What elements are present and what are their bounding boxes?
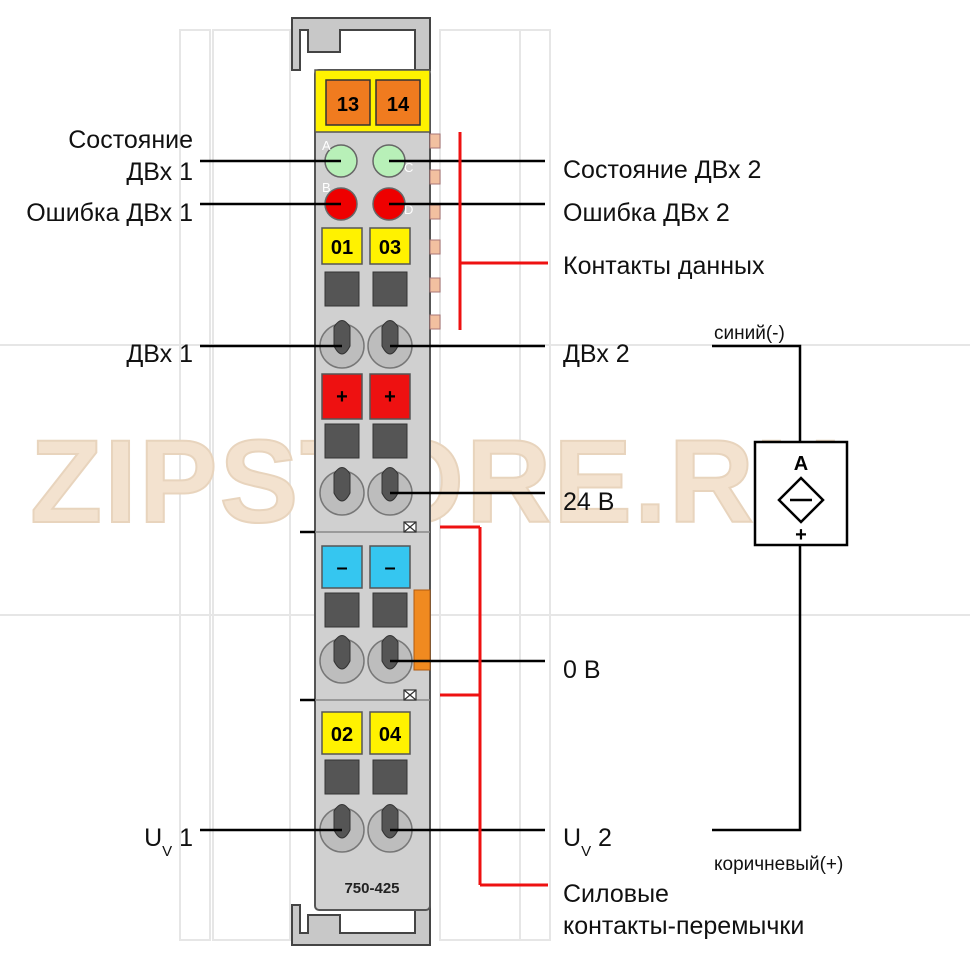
label-power-jumpers-line1: Силовые <box>563 880 669 908</box>
sensor-wires <box>712 344 802 832</box>
minus-sign-1: – <box>336 557 347 579</box>
tag-02 <box>321 711 363 755</box>
tag-03-label: 03 <box>379 237 401 259</box>
top-clip <box>291 17 431 71</box>
tag-02-label: 02 <box>331 724 353 746</box>
label-24v: 24 В <box>563 488 614 516</box>
jumper-markers <box>403 521 417 701</box>
terminal-14-label: 14 <box>387 94 410 116</box>
label-status-1-line2: ДВх 1 <box>126 158 193 186</box>
terminal-14 <box>375 79 421 126</box>
power-jumper-strip <box>413 589 431 671</box>
led-letter-d: D <box>404 202 413 217</box>
led-letter-b: B <box>322 180 331 195</box>
background-rails <box>0 29 970 941</box>
tag-03 <box>369 227 411 265</box>
label-data-contacts: Контакты данных <box>563 252 765 280</box>
leader-lines <box>200 159 545 832</box>
watermark: ZIPSTORE.RU <box>30 416 843 548</box>
sensor-symbol-top: A <box>794 453 808 475</box>
label-status-2: Состояние ДВх 2 <box>563 156 761 184</box>
data-contacts <box>429 133 441 330</box>
label-0v: 0 В <box>563 656 601 684</box>
terminal-13-label: 13 <box>337 94 359 116</box>
label-error-1: Ошибка ДВх 1 <box>26 199 193 227</box>
label-blue-wire: синий(-) <box>714 323 785 344</box>
model-number: 750-425 <box>344 880 399 897</box>
terminal-13 <box>325 79 371 126</box>
sensor: A + синий(-) коричневый(+) <box>712 323 849 875</box>
tag-01 <box>321 227 363 265</box>
tag-01-label: 01 <box>331 237 353 259</box>
label-di-1: ДВх 1 <box>126 340 193 368</box>
io-module: 13 14 A B C D 01 03 + + <box>291 17 441 946</box>
sensor-symbol-bottom: + <box>795 524 807 546</box>
minus-sign-2: – <box>384 557 395 579</box>
label-brown-wire: коричневый(+) <box>714 854 843 875</box>
tag-04 <box>369 711 411 755</box>
label-di-2: ДВх 2 <box>563 340 630 368</box>
label-power-jumpers-line2: контакты-перемычки <box>563 912 804 940</box>
label-uv-1: UV 1 <box>144 824 193 860</box>
plus-sign-2: + <box>384 386 396 408</box>
minus-block-2 <box>369 545 411 589</box>
plus-block-2 <box>369 373 411 420</box>
plus-block-1 <box>321 373 363 420</box>
data-contacts-bracket <box>458 132 548 330</box>
led-letter-c: C <box>404 160 413 175</box>
sensor-box <box>753 440 849 547</box>
led-letter-a: A <box>322 138 331 153</box>
sensor-diamond-icon <box>777 476 825 524</box>
minus-block-1 <box>321 545 363 589</box>
clamp-groups <box>324 271 408 795</box>
label-uv-2: UV 2 <box>563 824 612 860</box>
tag-04-label: 04 <box>379 724 402 746</box>
label-status-1-line1: Состояние <box>68 126 193 154</box>
label-error-2: Ошибка ДВх 2 <box>563 199 730 227</box>
power-jumper-bracket <box>440 525 548 887</box>
plus-sign-1: + <box>336 386 348 408</box>
